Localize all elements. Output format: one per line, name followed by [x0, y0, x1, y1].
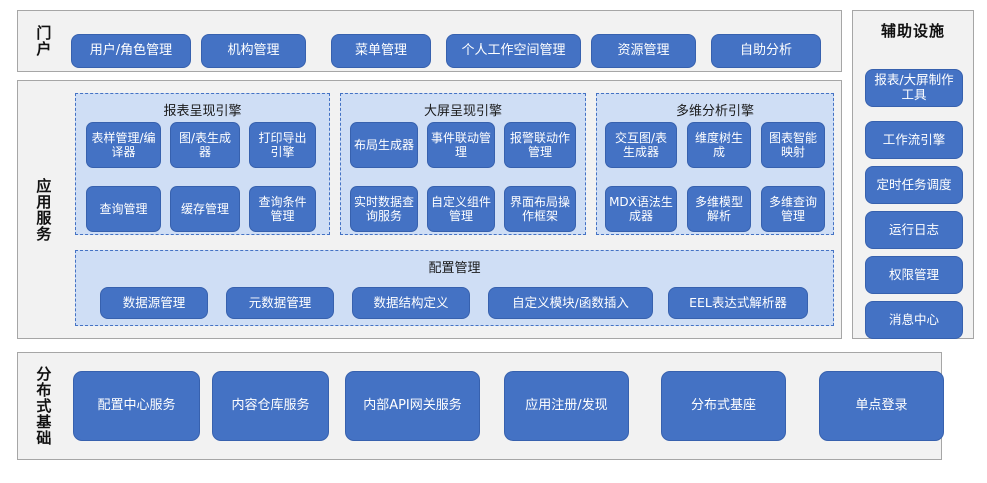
- infrastructure-button-2[interactable]: 内部API网关服务: [345, 371, 480, 441]
- infrastructure-button-3[interactable]: 应用注册/发现: [504, 371, 629, 441]
- portal-button-3[interactable]: 个人工作空间管理: [446, 34, 581, 68]
- bigscreen-engine-button-2[interactable]: 报警联动作管理: [504, 122, 576, 168]
- olap-engine-button-4[interactable]: 多维模型解析: [687, 186, 751, 232]
- infra-band-label: 分布式基础: [18, 353, 68, 459]
- config-button-2[interactable]: 数据结构定义: [352, 287, 470, 319]
- olap-engine-button-0[interactable]: 交互图/表生成器: [605, 122, 677, 168]
- portal-button-2[interactable]: 菜单管理: [331, 34, 431, 68]
- group-report-engine-title: 报表呈现引擎: [163, 104, 242, 119]
- olap-engine-button-2[interactable]: 图表智能映射: [761, 122, 825, 168]
- report-engine-button-5[interactable]: 查询条件管理: [249, 186, 316, 232]
- group-config-management-title: 配置管理: [428, 261, 481, 276]
- appsvc-band-label: 应用服务: [18, 81, 68, 338]
- portal-band-label: 门户: [18, 11, 68, 71]
- olap-engine-button-5[interactable]: 多维查询管理: [761, 186, 825, 232]
- infrastructure-button-0[interactable]: 配置中心服务: [73, 371, 200, 441]
- portal-button-4[interactable]: 资源管理: [591, 34, 696, 68]
- bigscreen-engine-button-4[interactable]: 自定义组件管理: [427, 186, 495, 232]
- portal-button-5[interactable]: 自助分析: [711, 34, 821, 68]
- olap-engine-button-3[interactable]: MDX语法生成器: [605, 186, 677, 232]
- config-button-3[interactable]: 自定义模块/函数插入: [488, 287, 653, 319]
- auxiliary-facilities-panel: 辅助设施 报表/大屏制作工具工作流引擎定时任务调度运行日志权限管理消息中心: [852, 10, 974, 339]
- bigscreen-engine-button-3[interactable]: 实时数据查询服务: [350, 186, 418, 232]
- infrastructure-button-1[interactable]: 内容仓库服务: [212, 371, 329, 441]
- config-button-1[interactable]: 元数据管理: [226, 287, 334, 319]
- config-button-4[interactable]: EEL表达式解析器: [668, 287, 808, 319]
- aux-button-1[interactable]: 工作流引擎: [865, 121, 963, 159]
- aux-button-3[interactable]: 运行日志: [865, 211, 963, 249]
- portal-button-0[interactable]: 用户/角色管理: [71, 34, 191, 68]
- infrastructure-button-5[interactable]: 单点登录: [819, 371, 944, 441]
- auxiliary-facilities-title: 辅助设施: [880, 22, 945, 40]
- appsvc-band-label-text: 应用服务: [34, 177, 53, 242]
- report-engine-button-0[interactable]: 表样管理/编译器: [86, 122, 161, 168]
- infra-band-label-text: 分布式基础: [34, 366, 53, 446]
- report-engine-button-4[interactable]: 缓存管理: [170, 186, 240, 232]
- group-bigscreen-engine-title: 大屏呈现引擎: [423, 104, 502, 119]
- report-engine-button-1[interactable]: 图/表生成器: [170, 122, 240, 168]
- portal-panel: 门户 用户/角色管理机构管理菜单管理个人工作空间管理资源管理自助分析: [17, 10, 842, 72]
- portal-band-label-text: 门户: [34, 25, 53, 57]
- report-engine-button-2[interactable]: 打印导出引擎: [249, 122, 316, 168]
- aux-button-5[interactable]: 消息中心: [865, 301, 963, 339]
- portal-button-1[interactable]: 机构管理: [201, 34, 306, 68]
- infrastructure-button-4[interactable]: 分布式基座: [661, 371, 786, 441]
- bigscreen-engine-button-1[interactable]: 事件联动管理: [427, 122, 495, 168]
- report-engine-button-3[interactable]: 查询管理: [86, 186, 161, 232]
- aux-button-2[interactable]: 定时任务调度: [865, 166, 963, 204]
- bigscreen-engine-button-5[interactable]: 界面布局操作框架: [504, 186, 576, 232]
- config-button-0[interactable]: 数据源管理: [100, 287, 208, 319]
- aux-button-0[interactable]: 报表/大屏制作工具: [865, 69, 963, 107]
- olap-engine-button-1[interactable]: 维度树生成: [687, 122, 751, 168]
- aux-button-4[interactable]: 权限管理: [865, 256, 963, 294]
- bigscreen-engine-button-0[interactable]: 布局生成器: [350, 122, 418, 168]
- group-olap-engine-title: 多维分析引擎: [675, 104, 754, 119]
